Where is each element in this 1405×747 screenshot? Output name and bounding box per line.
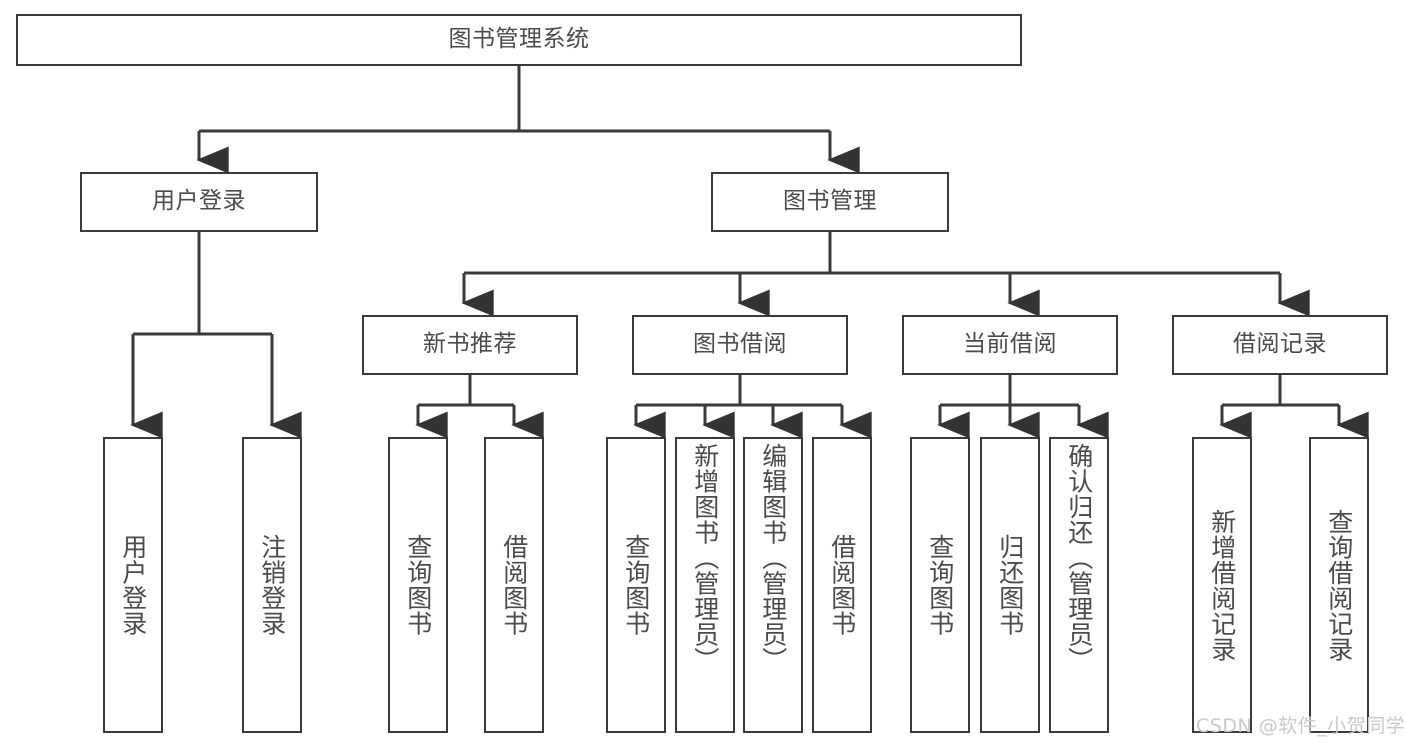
node-leaf-current-return-book[interactable]: 归还图书 [980,437,1040,733]
node-label: 当前借阅 [963,331,1057,358]
node-leaf-user-login[interactable]: 用户登录 [103,437,163,733]
node-label: 查询图书 [925,534,955,636]
node-label: 查询借阅记录 [1324,508,1354,662]
node-user-login[interactable]: 用户登录 [80,172,318,232]
node-leaf-newbook-query-book[interactable]: 查询图书 [388,437,448,733]
node-leaf-record-query-record[interactable]: 查询借阅记录 [1309,437,1369,733]
node-label: 新书推荐 [423,331,517,358]
node-label: 确认归还（管理员） [1064,443,1094,673]
node-label: 查询图书 [403,534,433,636]
node-label: 借阅图书 [827,534,857,636]
node-label: 归还图书 [995,534,1025,636]
node-leaf-current-confirm-return-admin[interactable]: 确认归还（管理员） [1049,437,1109,733]
node-label: 图书管理系统 [448,26,590,53]
node-label: 新增图书（管理员） [690,443,720,673]
node-leaf-borrow-query-book[interactable]: 查询图书 [606,437,666,733]
node-leaf-current-query-book[interactable]: 查询图书 [910,437,970,733]
node-current-borrow[interactable]: 当前借阅 [902,315,1118,375]
node-label: 用户登录 [152,188,246,215]
node-label: 注销登录 [257,534,287,636]
node-book-borrow[interactable]: 图书借阅 [632,315,848,375]
node-leaf-borrow-edit-book-admin[interactable]: 编辑图书（管理员） [743,437,803,733]
node-leaf-borrow-borrow-book[interactable]: 借阅图书 [812,437,872,733]
node-label: 用户登录 [118,534,148,636]
node-root-book-management-system[interactable]: 图书管理系统 [16,14,1022,66]
node-leaf-newbook-borrow-book[interactable]: 借阅图书 [484,437,544,733]
node-label: 新增借阅记录 [1207,508,1237,662]
node-label: 借阅图书 [499,534,529,636]
node-leaf-record-add-record[interactable]: 新增借阅记录 [1192,437,1252,733]
node-leaf-borrow-add-book-admin[interactable]: 新增图书（管理员） [675,437,735,733]
node-new-book-recommend[interactable]: 新书推荐 [362,315,578,375]
node-borrow-record[interactable]: 借阅记录 [1172,315,1388,375]
csdn-watermark: CSDN @软件_小贺同学 [1196,715,1405,737]
node-book-management[interactable]: 图书管理 [711,172,949,232]
node-label: 借阅记录 [1233,331,1327,358]
node-label: 图书管理 [783,188,877,215]
node-leaf-user-logout[interactable]: 注销登录 [242,437,302,733]
node-label: 图书借阅 [693,331,787,358]
node-label: 查询图书 [621,534,651,636]
node-label: 编辑图书（管理员） [758,443,788,673]
